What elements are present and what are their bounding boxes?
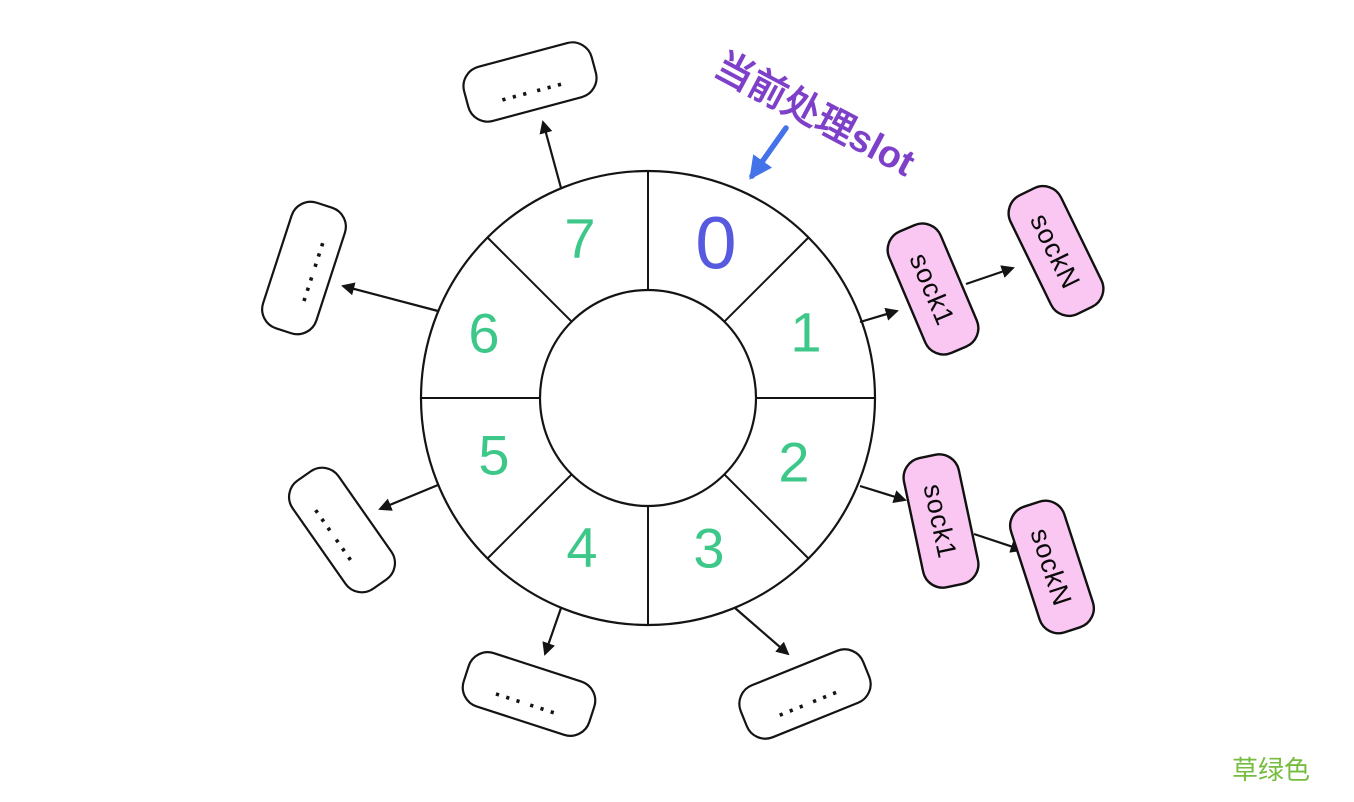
- current-slot-pointer-arrow: [749, 125, 789, 180]
- dotted-box-outline: [738, 648, 872, 740]
- arrow-slot5-to-dotted-box: [378, 483, 439, 511]
- dotted-box-lower-left: ……: [287, 466, 397, 594]
- sock-box-outline: [902, 453, 980, 589]
- slot-label-7: 7: [564, 207, 595, 270]
- arrow-slot2-to-sock1: [859, 484, 907, 503]
- slot-wheel: [419, 169, 877, 627]
- wheel-inner-circle: [538, 288, 758, 508]
- arrow-slot4-to-dotted-box: [542, 607, 563, 656]
- watermark-label: 草绿色: [1232, 755, 1310, 785]
- slot-label-6: 6: [468, 302, 499, 365]
- slot-label-4: 4: [566, 516, 597, 579]
- dotted-box-outline: [287, 466, 397, 594]
- wheel-spoke: [723, 236, 810, 323]
- dotted-box-top: ……: [462, 41, 598, 123]
- dotted-box-outline: [461, 651, 597, 737]
- sock-box-outline: [886, 222, 980, 356]
- dotted-box-outline: [261, 200, 347, 336]
- current-slot-annotation: 当前处理slot: [708, 45, 922, 185]
- arrow-slot3-to-dotted-box: [734, 607, 790, 656]
- slot-label-5: 5: [478, 424, 509, 487]
- sock1-box-slot2: sock1: [902, 453, 980, 589]
- slot-label-3: 3: [693, 517, 724, 580]
- dotted-box-outline: [462, 41, 598, 123]
- arrow-sock1-to-sockN-upper: [965, 265, 1015, 286]
- sockN-box-slot2: sockN: [1008, 499, 1096, 635]
- wheel-spoke: [486, 473, 573, 560]
- arrow-sock1-to-sockN-lower: [973, 532, 1024, 553]
- dotted-box-bottom-left: ……: [461, 651, 597, 737]
- sock-box-outline: [1007, 184, 1105, 318]
- sock-box-outline: [1008, 499, 1096, 635]
- sock1-box-slot1: sock1: [886, 222, 980, 356]
- dotted-box-left: ……: [261, 200, 347, 336]
- sockN-box-slot1: sockN: [1007, 184, 1105, 318]
- slot-label-1: 1: [790, 301, 821, 364]
- arrow-slot7-to-dotted-box: [539, 120, 563, 189]
- arrow-slot6-to-dotted-box: [341, 282, 439, 313]
- slot-label-2: 2: [778, 431, 809, 494]
- arrow-slot1-to-sock1: [859, 307, 899, 324]
- dotted-box-bottom-right: ……: [738, 648, 872, 740]
- slot-labels: 0 1 2 3 4 5 6 7: [468, 202, 821, 580]
- wheel-spoke: [723, 473, 810, 560]
- slot-arrows: [341, 120, 1024, 656]
- wheel-spoke: [486, 236, 573, 323]
- slot-label-0: 0: [695, 202, 736, 285]
